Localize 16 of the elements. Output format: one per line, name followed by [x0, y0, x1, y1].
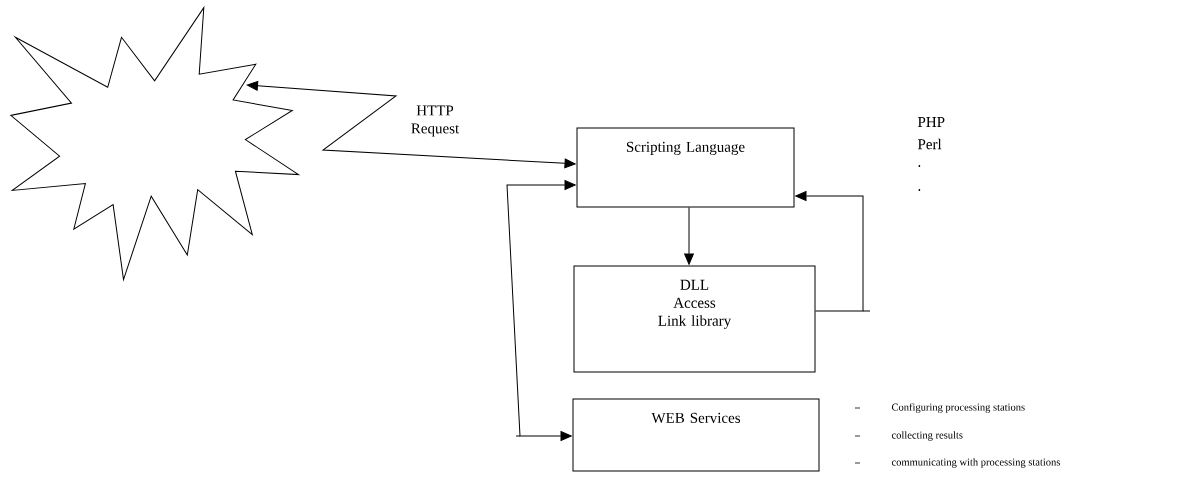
language-name: . — [918, 189, 921, 191]
arrow — [506, 180, 576, 441]
process-box: DLL Access Link library — [573, 265, 816, 373]
language-name: . — [918, 165, 921, 167]
edge-label: HTTP Request — [405, 104, 465, 138]
bullet-text: Configuring processing stations — [891, 403, 1025, 413]
bullet-text: communicating with processing stations — [891, 458, 1060, 468]
language-name: Perl — [917, 138, 942, 150]
arrow — [246, 81, 576, 169]
arrow — [684, 207, 694, 265]
process-box: WEB Services — [572, 398, 820, 472]
arrow — [795, 191, 864, 312]
process-box: Scripting Language — [576, 127, 795, 208]
starburst-shape — [10, 7, 299, 281]
language-name: PHP — [917, 117, 945, 127]
bullet-text: collecting results — [891, 431, 963, 441]
